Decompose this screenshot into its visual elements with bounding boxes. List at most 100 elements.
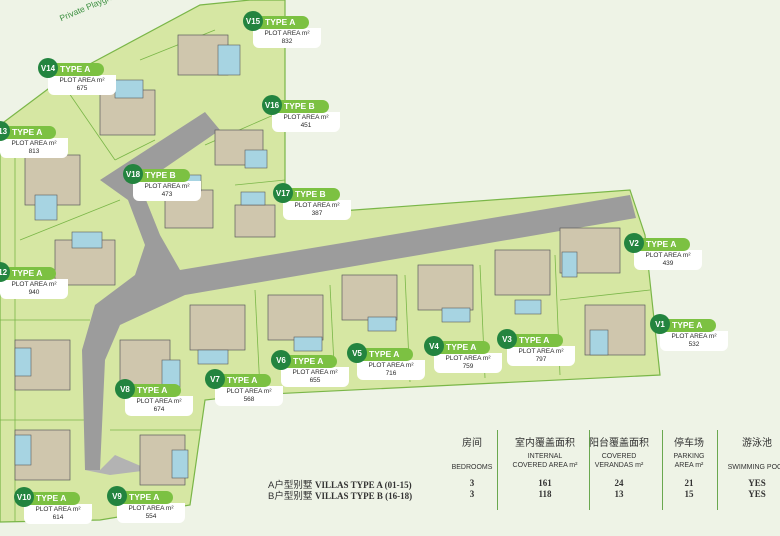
plot-area-label: PLOT AREA m² [645, 252, 691, 259]
villa-type-pill: TYPE A [285, 355, 338, 368]
plot-area-label: PLOT AREA m² [11, 140, 57, 147]
villa-id-badge: V17 [273, 183, 293, 203]
villa-type-pill: TYPE A [438, 341, 491, 354]
table-cell: 15 [684, 489, 694, 499]
villa-footprint [214, 129, 268, 169]
villa-id-badge: V13 [0, 121, 10, 141]
villa-footprint [14, 429, 71, 481]
villa-id-badge: V6 [271, 350, 291, 370]
plot-area-label: PLOT AREA m² [144, 183, 190, 190]
villa-type-pill: TYPE A [4, 126, 57, 139]
villa-type-pill: TYPE A [257, 16, 310, 29]
plot-area-value: 759 [462, 363, 474, 370]
plot-area-value: 674 [153, 406, 165, 413]
plot-area-value: 439 [662, 260, 674, 267]
villa-id-badge: V12 [0, 262, 10, 282]
villa-type-pill: TYPE A [638, 238, 691, 251]
table-cell: YES [748, 489, 766, 499]
villa-footprint [139, 434, 189, 486]
villa-type-pill: TYPE A [361, 348, 414, 361]
villa-id-badge: V15 [243, 11, 263, 31]
table-cell: 3 [469, 489, 475, 499]
plot-area-label: PLOT AREA m² [226, 388, 272, 395]
villa-footprint [99, 79, 156, 136]
villa-footprint [14, 339, 71, 391]
villa-id-badge: V8 [115, 379, 135, 399]
plot-area-label: PLOT AREA m² [294, 202, 340, 209]
villa-footprint [177, 34, 241, 76]
plot-area-value: 614 [52, 514, 64, 521]
plot-area-label: PLOT AREA m² [136, 398, 182, 405]
table-header-cn: 室内覆盖面积 [515, 438, 575, 449]
villa-type-pill: TYPE A [664, 319, 717, 332]
plot-area-value: 473 [161, 191, 173, 198]
plot-area-value: 655 [309, 377, 321, 384]
plot-area-value: 387 [311, 210, 323, 217]
villa-type-pill: TYPE B [137, 169, 190, 182]
plot-area-value: 568 [243, 396, 255, 403]
villa-id-badge: V3 [497, 329, 517, 349]
plot-area-label: PLOT AREA m² [59, 77, 105, 84]
table-header-cn: 房间 [462, 438, 482, 449]
table-cell: 118 [538, 489, 552, 499]
villa-type-pill: TYPE A [129, 384, 182, 397]
table-divider [589, 430, 590, 510]
plot-area-value: 532 [688, 341, 700, 348]
table-header-cn: 游泳池 [742, 438, 772, 449]
villa-type-pill: TYPE A [28, 492, 81, 505]
villa-id-badge: V14 [38, 58, 58, 78]
roads [82, 112, 636, 475]
villa-footprint [267, 294, 324, 352]
plot-area-label: PLOT AREA m² [11, 281, 57, 288]
villa-footprint [234, 191, 276, 238]
villa-footprint [559, 227, 621, 278]
villa-id-badge: V7 [205, 369, 225, 389]
plot-area-label: PLOT AREA m² [518, 348, 564, 355]
villa-footprints [14, 34, 646, 486]
table-cell: 161 [538, 478, 552, 488]
villa-type-pill: TYPE B [287, 188, 340, 201]
plot-area-value: 451 [300, 122, 312, 129]
villa-id-badge: V4 [424, 336, 444, 356]
table-cell: 24 [614, 478, 624, 488]
villa-id-badge: V18 [123, 164, 143, 184]
villa-id-badge: V16 [262, 95, 282, 115]
plot-area-label: PLOT AREA m² [35, 506, 81, 513]
villa-type-pill: TYPE A [4, 267, 57, 280]
table-cell: 3 [469, 478, 475, 488]
table-header-en: BEDROOMS [451, 464, 493, 471]
villa-id-badge: V1 [650, 314, 670, 334]
villa-type-pill: TYPE A [219, 374, 272, 387]
table-header-cn: 阳台覆盖面积 [589, 438, 649, 449]
villa-type-pill: TYPE B [276, 100, 329, 113]
villa-id-badge: V2 [624, 233, 644, 253]
plot-area-label: PLOT AREA m² [128, 505, 174, 512]
table-divider [717, 430, 718, 510]
